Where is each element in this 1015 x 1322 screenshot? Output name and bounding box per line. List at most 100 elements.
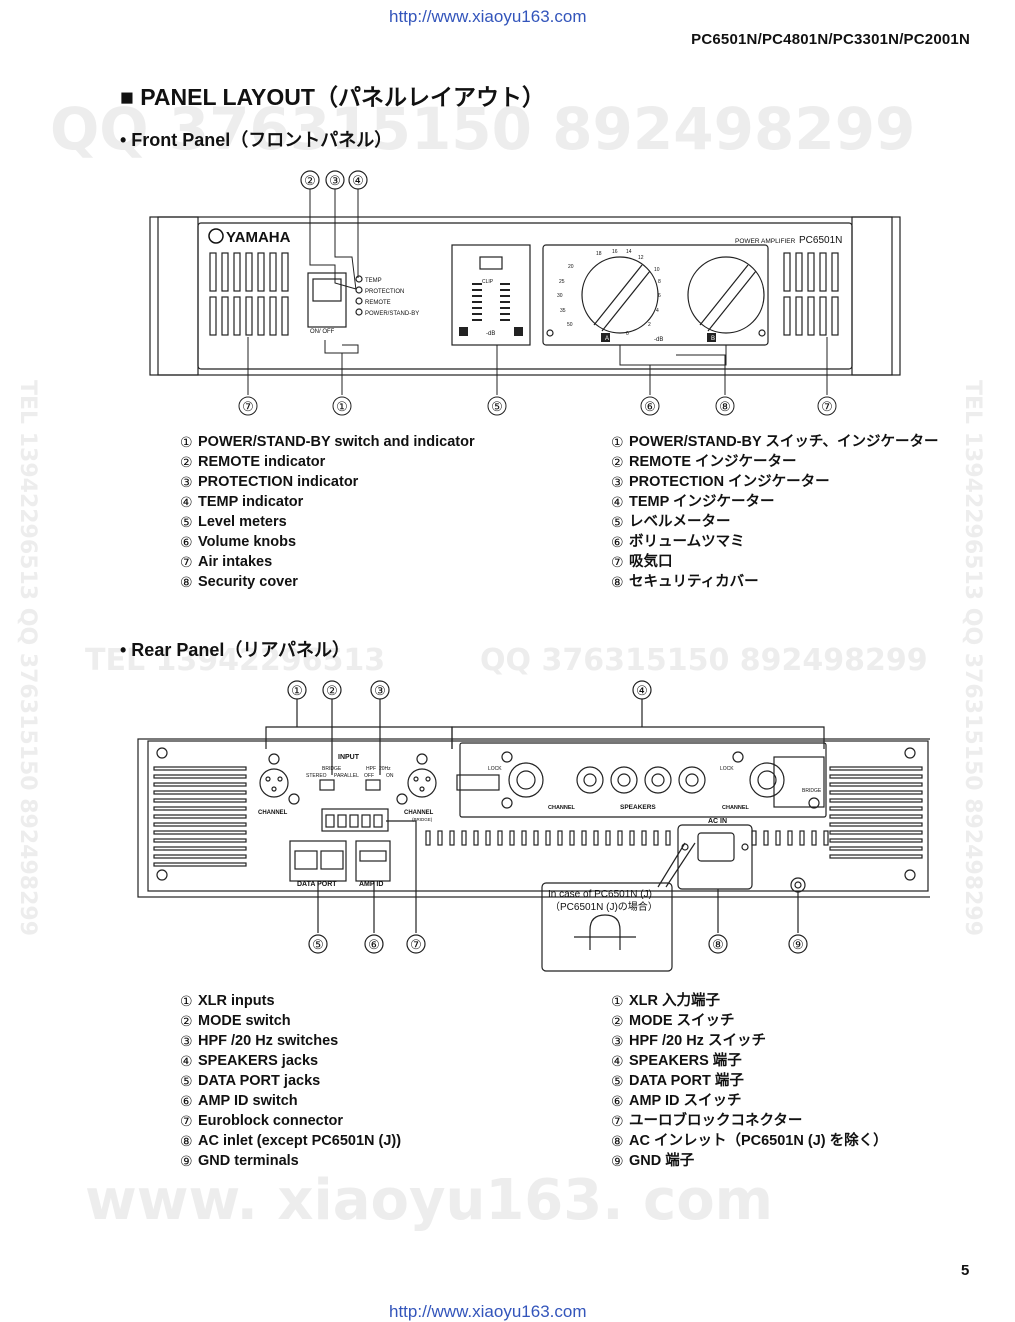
rear-legend-en-num: ⑧ [180,1133,193,1149]
indicator-temp-label: TEMP [365,278,382,284]
knob-a-scale-6: 6 [658,293,661,299]
front-panel-diagram: ② ③ ④ ⑦ ① ⑤ ⑥ ⑧ ⑦ YAMAHA POWER AMPLIFIER… [149,170,901,416]
rear-legend-en-text: AMP ID switch [198,1093,298,1109]
watermark-side-left: TEL 13942296513 QQ 376315150 892498299 [15,380,40,937]
rear-callout-1: ① [291,683,303,698]
front-legend-jp-text: POWER/STAND-BY スイッチ、インジケーター [629,434,939,450]
knob-a-scale-50: 50 [567,322,573,328]
model-plate-name: PC6501N [799,235,842,246]
front-callout-6: ⑥ [644,399,656,414]
front-callout-5: ⑤ [491,399,503,414]
hpf-label: HPF [366,766,376,772]
channel-a-label: CHANNEL [404,810,434,816]
knob-a-scale-8: 8 [658,279,661,285]
case-note-line1: In case of PC6501N (J) [548,889,652,900]
front-legend-en-text: Level meters [198,514,287,530]
speakers-label: SPEAKERS [620,804,656,811]
front-legend-en-num: ⑥ [180,534,193,550]
rear-legend-en-row: ⑧ AC inlet (except PC6501N (J)) [180,1131,401,1151]
watermark-big-bottom: www. xiaoyu163. com [85,1168,774,1233]
rear-legend-jp-row: ⑤ DATA PORT 端子 [611,1071,888,1091]
front-legend-en-text: Security cover [198,574,298,590]
front-legend-jp-text: PROTECTION インジケーター [629,474,830,490]
knob-a-scale-16: 16 [612,249,618,255]
front-legend-en-num: ⑤ [180,514,193,530]
rear-legend-jp-num: ③ [611,1033,624,1049]
front-legend-en-row: ⑦ Air intakes [180,552,475,572]
rear-legend-en-text: SPEAKERS jacks [198,1053,319,1069]
front-legend-en-text: Air intakes [198,554,273,570]
front-legend-jp-text: 吸気口 [629,554,673,570]
front-legend-jp-row: ① POWER/STAND-BY スイッチ、インジケーター [611,432,939,452]
model-plate-label: POWER AMPLIFIER [735,238,796,245]
rear-legend-en-num: ④ [180,1053,193,1069]
power-switch-label: ON/ OFF [310,329,335,335]
knob-b-label: B [711,336,715,342]
url-bottom[interactable]: http://www.xiaoyu163.com [389,1302,587,1321]
rear-legend-en-row: ④ SPEAKERS jacks [180,1051,401,1071]
rear-panel-title: • Rear Panel（リアパネル） [120,640,350,660]
front-callout-3: ③ [329,173,341,188]
knob-a-scale-14: 14 [626,249,632,255]
rear-legend-jp-num: ⑤ [611,1073,624,1089]
rear-legend-en-num: ⑦ [180,1113,193,1129]
front-callout-8: ⑧ [719,399,731,414]
knob-a-scale-4: 4 [656,308,659,314]
channel-a-spk-label: CHANNEL [722,805,750,811]
bridge-sub-label: (BRIDGE) [412,817,433,822]
front-legend-en-num: ④ [180,494,193,510]
url-top[interactable]: http://www.xiaoyu163.com [389,7,587,26]
front-legend-en-num: ⑦ [180,554,193,570]
front-legend-jp-num: ⑥ [611,534,624,550]
front-legend-jp-text: セキュリティカバー [629,574,759,590]
front-legend-jp-num: ② [611,454,624,470]
meter-clip-label: CLIP [482,279,494,285]
rear-legend-en-num: ② [180,1013,193,1029]
front-legend-jp-num: ⑦ [611,554,624,570]
knob-a-scale-20: 20 [568,264,574,270]
meter-db-label: -dB [486,331,495,337]
rear-legend-en-text: XLR inputs [198,993,275,1009]
rear-legend-jp-text: DATA PORT 端子 [629,1073,744,1089]
amp-id-label: AMP ID [359,881,383,888]
knob-a-scale-10: 10 [654,267,660,273]
indicator-protection-label: PROTECTION [365,289,404,295]
bridge-label: BRIDGE [322,766,342,772]
front-legend-jp-num: ① [611,434,624,450]
watermark-side-right: TEL 13942296513 QQ 376315150 892498299 [960,380,985,937]
off-label: OFF [364,773,374,779]
front-legend-en-row: ⑤ Level meters [180,512,475,532]
rear-legend-jp-num: ① [611,993,624,1009]
rear-legend-en-text: AC inlet (except PC6501N (J)) [198,1133,402,1149]
rear-legend-jp-text: SPEAKERS 端子 [629,1053,742,1069]
knob-a-scale-18: 18 [596,251,602,257]
indicator-power-label: POWER/STAND-BY [365,311,419,317]
knob-a-scale-30: 30 [557,293,563,299]
front-panel-title: • Front Panel（フロントパネル） [120,130,393,150]
hpf-freq-label: 20Hz [379,766,391,772]
front-legend-jp-text: TEMP インジケーター [629,494,775,510]
rear-legend-jp-num: ⑥ [611,1093,624,1109]
lock-label-a: LOCK [720,766,734,772]
rear-legend-jp-text: MODE スイッチ [629,1013,735,1029]
rear-legend-en-text: Euroblock connector [198,1113,344,1129]
model-header: PC6501N/PC4801N/PC3301N/PC2001N [691,31,970,48]
indicator-remote-label: REMOTE [365,300,391,306]
bridge-tag-label: BRIDGE [802,788,822,794]
front-legend-en-text: TEMP indicator [198,494,304,510]
rear-legend-en-text: HPF /20 Hz switches [198,1033,339,1049]
